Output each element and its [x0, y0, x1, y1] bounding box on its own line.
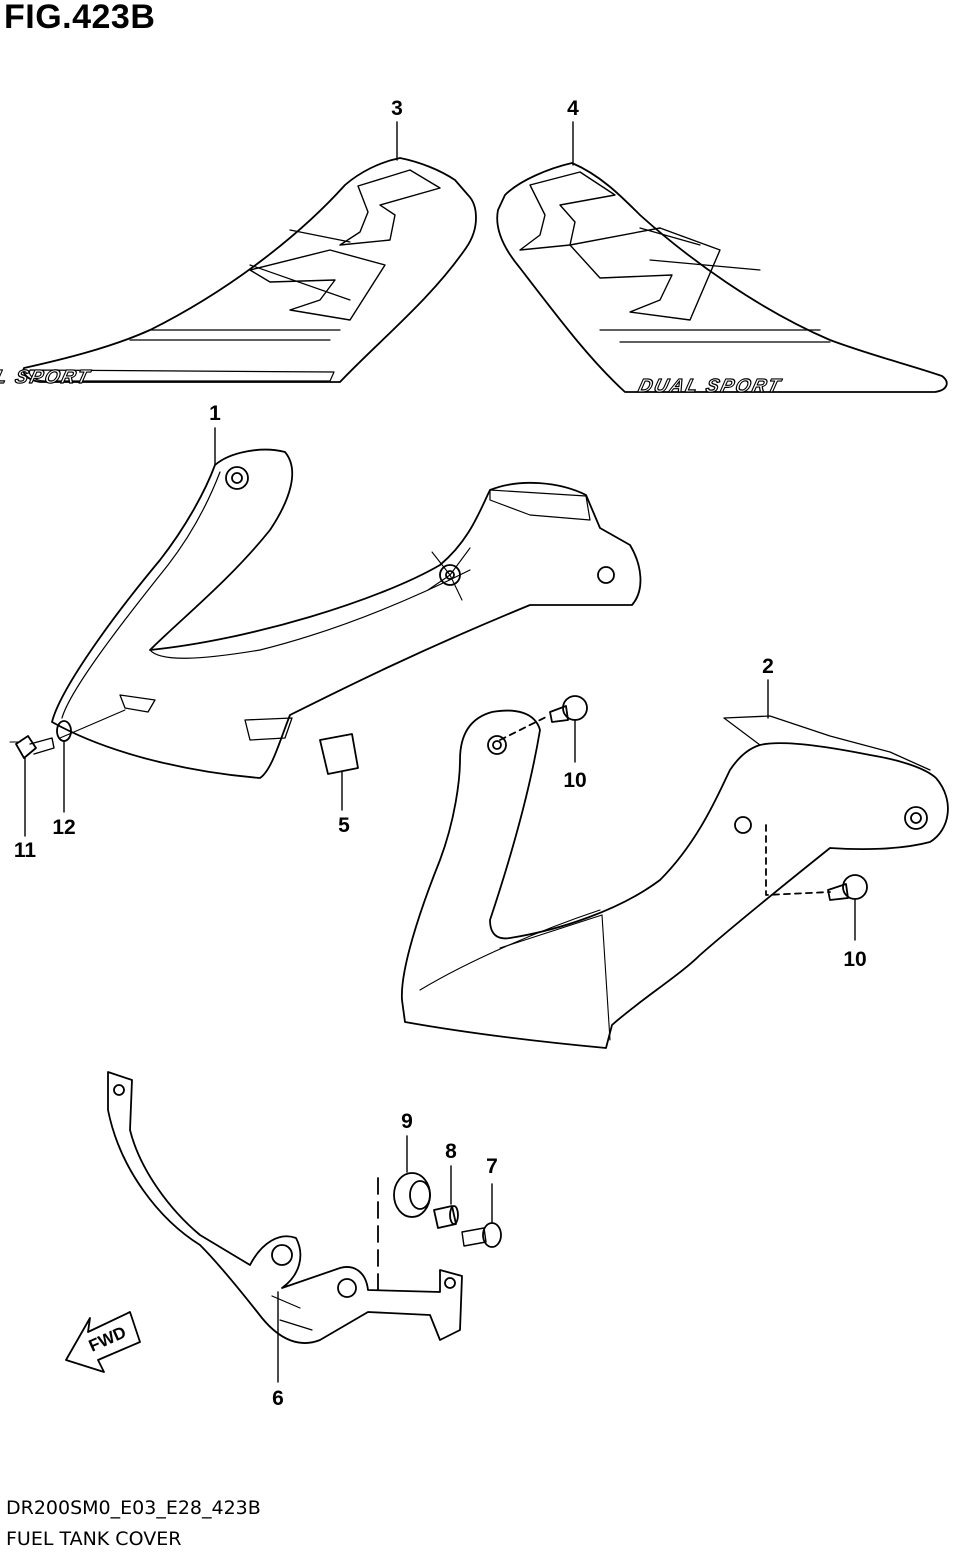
- screw-lower: [765, 824, 868, 901]
- leader-lines: [24, 121, 856, 1383]
- diagram-caption: FUEL TANK COVER: [6, 1528, 182, 1550]
- callout-1: 1: [209, 402, 221, 425]
- callout-7: 7: [486, 1155, 498, 1178]
- bolt-left: [15, 735, 55, 759]
- bracket: [107, 1071, 463, 1344]
- forward-arrow: FWD: [65, 1311, 141, 1373]
- bolt-small: [461, 1222, 502, 1248]
- fwd-label: FWD: [86, 1323, 129, 1356]
- callout-11: 11: [14, 839, 37, 862]
- emblem-left-text: DUAL SPORT: [0, 367, 93, 388]
- emblem-left: DUAL SPORT: [0, 157, 477, 389]
- screw-upper: [499, 695, 588, 741]
- callout-8: 8: [445, 1140, 457, 1163]
- callout-2: 2: [762, 655, 774, 678]
- cushion: [319, 733, 359, 775]
- callout-6: 6: [272, 1387, 284, 1410]
- callout-5: 5: [338, 814, 350, 837]
- callout-10-lower: 10: [843, 948, 866, 971]
- washer: [56, 720, 72, 742]
- emblem-right-text: DUAL SPORT: [636, 376, 784, 397]
- callout-10-upper: 10: [563, 769, 586, 792]
- diagram-code: DR200SM0_E03_E28_423B: [6, 1497, 261, 1519]
- fuel-tank-cover-left: [9, 448, 642, 779]
- grommet: [393, 1172, 431, 1218]
- spacer: [433, 1205, 459, 1229]
- figure-title: FIG.423B: [4, 0, 156, 36]
- fuel-tank-cover-right: [401, 709, 949, 1049]
- callout-9: 9: [401, 1110, 413, 1133]
- callout-4: 4: [567, 97, 579, 120]
- emblem-right: DUAL SPORT: [496, 162, 948, 398]
- callout-3: 3: [391, 97, 403, 120]
- callout-12: 12: [52, 816, 75, 839]
